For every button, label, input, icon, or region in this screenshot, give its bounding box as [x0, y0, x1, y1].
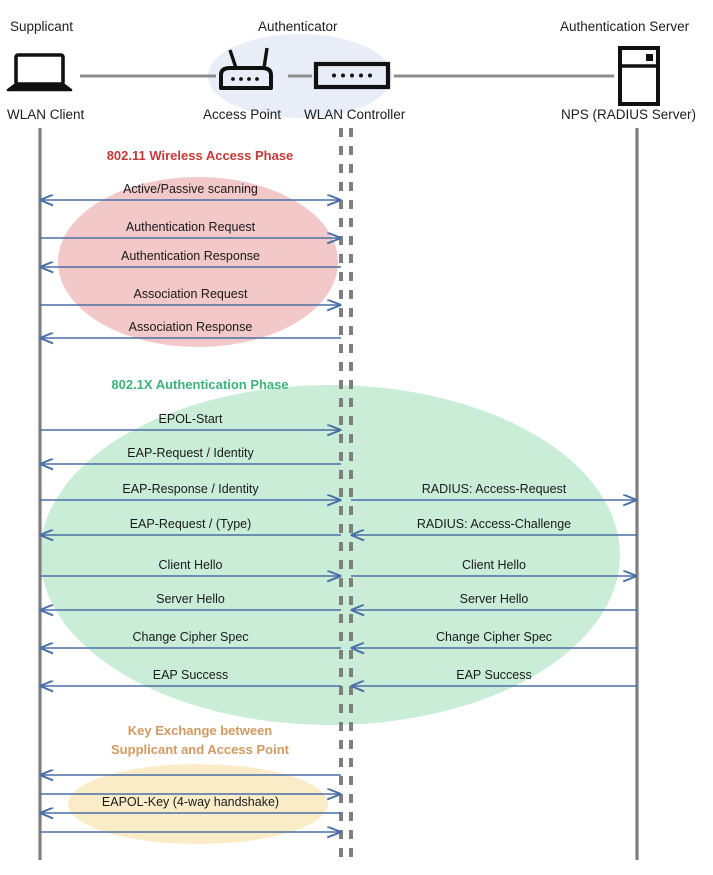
message-label: EAP Success: [152, 668, 229, 682]
actor-role-authentication-server: Authentication Server: [560, 19, 690, 34]
message-label: Client Hello: [158, 558, 223, 572]
message-label: Association Response: [128, 320, 253, 334]
phase-label-keyexchange-line2: Supplicant and Access Point: [111, 742, 289, 757]
wlan-controller-icon: [313, 61, 391, 90]
actor-role-authenticator: Authenticator: [258, 19, 338, 34]
message-label: Active/Passive scanning: [123, 182, 258, 196]
message-label: EAP-Request / (Type): [129, 517, 252, 531]
message-label: EAP-Request / Identity: [127, 446, 254, 460]
message-label: EPOL-Start: [158, 412, 223, 426]
message-label: Association Request: [133, 287, 248, 301]
message-label: EAP Success: [456, 668, 532, 682]
actor-name-access-point: Access Point: [203, 107, 282, 122]
phase-keyexchange-ellipse: [68, 764, 328, 844]
message-label: Change Cipher Spec: [435, 630, 553, 644]
message-label: Authentication Response: [121, 249, 260, 263]
laptop-icon: [6, 53, 73, 92]
actor-name-wlan-controller: WLAN Controller: [304, 107, 406, 122]
server-icon: [618, 46, 660, 106]
phase-label-keyexchange-line1: Key Exchange between: [127, 723, 273, 738]
phase-label-8021x: 802.1X Authentication Phase: [111, 377, 289, 392]
message-label: RADIUS: Access-Request: [421, 482, 567, 496]
message-label: Client Hello: [462, 558, 526, 572]
phase-label-80211: 802.11 Wireless Access Phase: [106, 148, 294, 163]
message-arrow-layer: [40, 200, 637, 832]
phase-label-keyexchange: Key Exchange between Supplicant and Acce…: [40, 721, 360, 759]
message-label: Change Cipher Spec: [132, 630, 249, 644]
message-label: EAPOL-Key (4-way handshake): [101, 795, 280, 809]
actor-name-wlan-client: WLAN Client: [7, 107, 85, 122]
message-label: Server Hello: [459, 592, 529, 606]
access-point-icon: [219, 47, 273, 90]
actor-name-nps-radius-server: NPS (RADIUS Server): [561, 107, 697, 122]
message-label: RADIUS: Access-Challenge: [416, 517, 572, 531]
actor-role-supplicant: Supplicant: [10, 19, 74, 34]
message-label: Server Hello: [156, 592, 225, 606]
phase-8021x-ellipse: [40, 385, 620, 725]
message-label: Authentication Request: [125, 220, 256, 234]
message-label: EAP-Response / Identity: [122, 482, 259, 496]
